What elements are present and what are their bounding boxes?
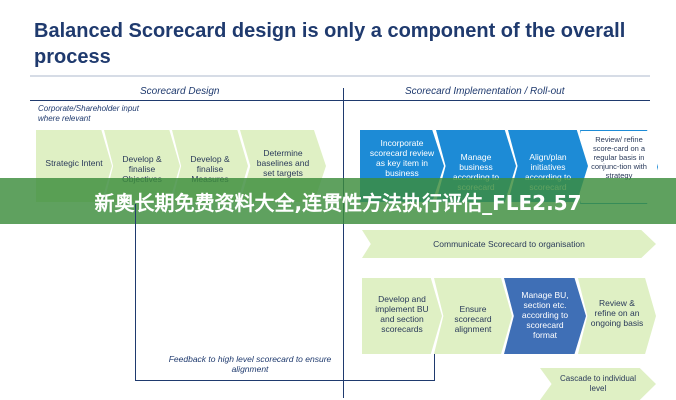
stage-manage-bu: Manage BU, section etc. according to sco… [504, 278, 586, 354]
watermark-text: 新奥长期免费资料大全,连贯性方法执行评估_FLE2.57 [94, 190, 582, 215]
section-design: Scorecard Design [140, 86, 220, 97]
stage-label: Strategic Intent [45, 158, 103, 168]
stage-review-ongoing: Review & refine on an ongoing basis [578, 278, 656, 354]
stage-label: Ensure scorecard alignment [454, 304, 492, 334]
page-title: Balanced Scorecard design is only a comp… [34, 20, 626, 68]
feedback-line-up [434, 354, 435, 381]
stage-label: Review & refine on an ongoing basis [590, 298, 644, 328]
watermark-banner: 新奥长期免费资料大全,连贯性方法执行评估_FLE2.57 [0, 178, 676, 224]
communicate-label: Communicate Scorecard to organisation [433, 239, 585, 249]
stage-label: Develop and implement BU and section sco… [375, 294, 429, 334]
stage-cascade: Cascade to individual level [540, 368, 656, 400]
communicate-arrow: Communicate Scorecard to organisation [362, 230, 656, 258]
section-implementation: Scorecard Implementation / Roll-out [405, 86, 565, 97]
feedback-line [135, 204, 136, 380]
stage-ensure-alignment: Ensure scorecard alignment [434, 278, 512, 354]
stage-label: Manage BU, section etc. according to sco… [521, 290, 569, 340]
stage-label: Incorporate scorecard review as key item… [369, 138, 435, 178]
divider [30, 75, 650, 77]
stage-label: Cascade to individual level [559, 374, 637, 393]
section-line [30, 100, 650, 101]
stage-label: Review/ refine score-card on a regular b… [591, 135, 647, 180]
section-separator [343, 88, 344, 398]
corporate-note: Corporate/Shareholder input where releva… [38, 104, 139, 123]
feedback-line-bottom [135, 380, 435, 381]
stage-label: Determine baselines and set targets [256, 148, 310, 178]
feedback-label: Feedback to high level scorecard to ensu… [168, 354, 332, 374]
stage-develop-bu: Develop and implement BU and section sco… [362, 278, 442, 354]
